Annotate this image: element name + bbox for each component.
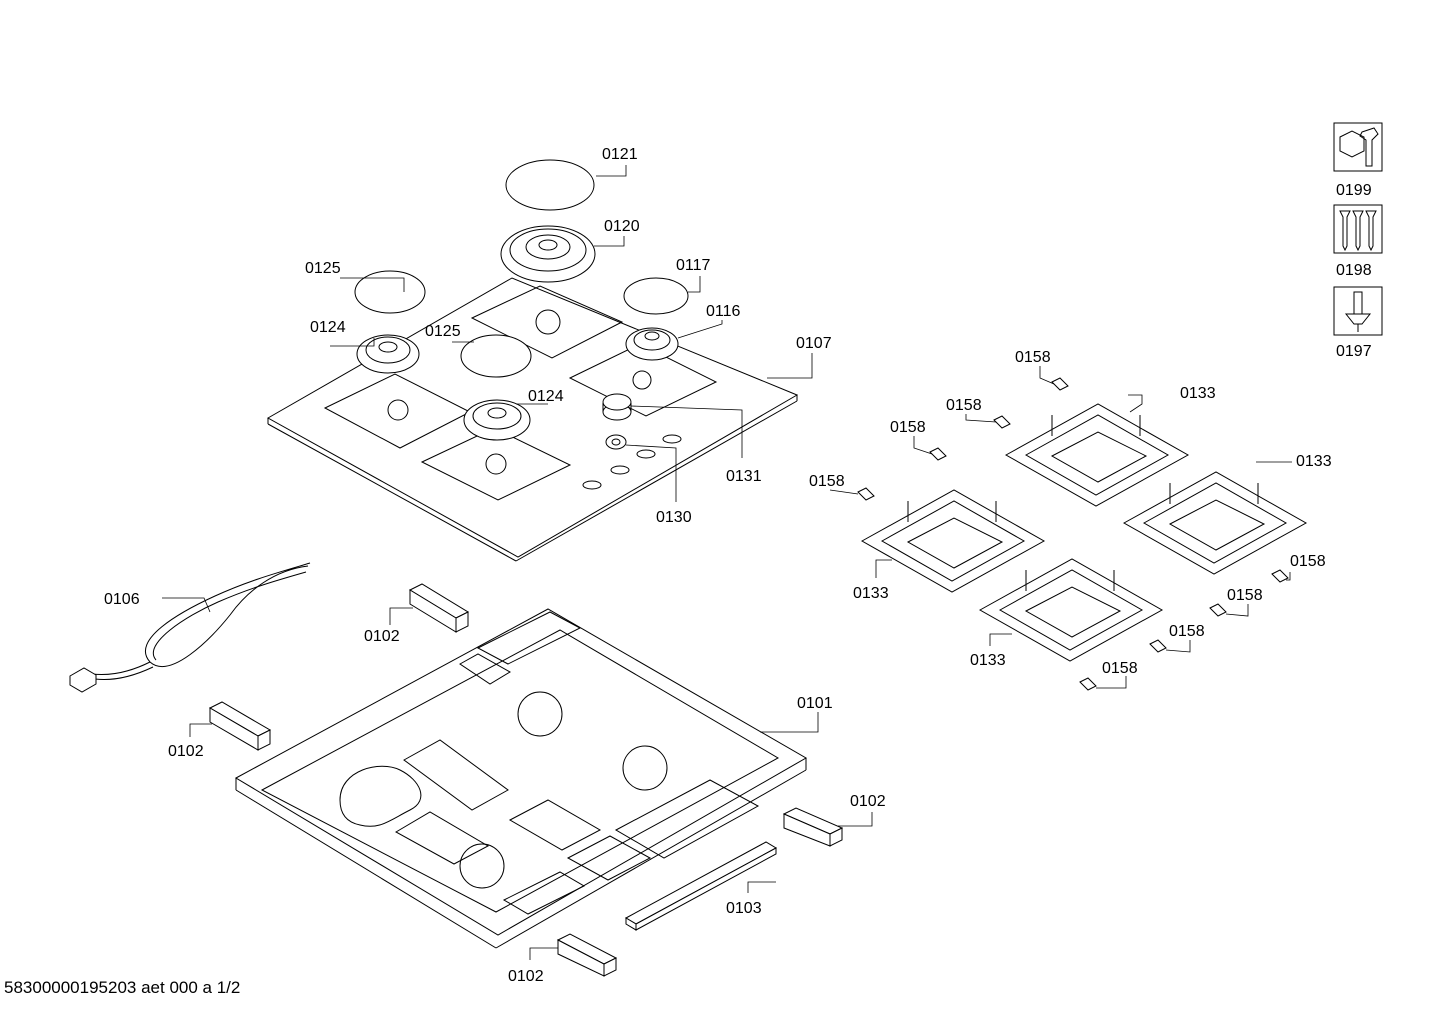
rubber-foot-g [1149,639,1167,653]
label-0199: 0199 [1336,182,1372,199]
burner-small [625,327,679,361]
label-0158-f: 0158 [1227,587,1263,604]
label-0158-a: 0158 [1015,349,1051,366]
burner-cap-medium-b [460,334,532,378]
rivet-icon [1333,286,1383,336]
label-0133-c: 0133 [853,585,889,602]
bracket-b [208,701,272,751]
mains-cable [69,562,311,693]
pan-support-3 [860,489,1046,593]
label-0121: 0121 [602,146,638,163]
burner-medium-a [356,334,420,374]
label-0102-c: 0102 [850,793,886,810]
label-0198: 0198 [1336,262,1372,279]
label-0158-b: 0158 [946,397,982,414]
label-0130: 0130 [656,509,692,526]
label-0158-e: 0158 [1290,553,1326,570]
label-0197: 0197 [1336,343,1372,360]
base-tray [234,608,808,949]
rubber-foot-f [1209,603,1227,617]
label-0158-c: 0158 [890,419,926,436]
bracket-a [408,583,470,633]
sealing-strip [624,841,778,931]
burner-large [500,225,596,283]
label-0117: 0117 [676,257,711,274]
wrench-nut-icon [1333,122,1383,172]
knob-seal [605,434,627,450]
rubber-foot-c [929,447,947,461]
pan-support-1 [1004,403,1190,507]
label-0158-g: 0158 [1169,623,1205,640]
rubber-foot-b [993,415,1011,429]
control-knob [602,393,632,421]
rubber-foot-e [1271,569,1289,583]
label-0125-a: 0125 [305,260,341,277]
label-0158-d: 0158 [809,473,845,490]
rubber-foot-d [857,487,875,501]
rubber-foot-h [1079,677,1097,691]
label-0102-b: 0102 [168,743,204,760]
label-0125-b: 0125 [425,323,461,340]
rubber-foot-a [1051,377,1069,391]
bracket-c [782,807,844,847]
burner-cap-small [623,277,689,315]
label-0124-b: 0124 [528,388,564,405]
label-0103: 0103 [726,900,762,917]
pan-support-4 [978,558,1164,662]
burner-cap-large [505,159,595,211]
label-0102-d: 0102 [508,968,544,985]
label-0107: 0107 [796,335,832,352]
label-0124-a: 0124 [310,319,346,336]
label-0158-h: 0158 [1102,660,1138,677]
part-labels: 0121 0120 0117 0116 0125 0124 0125 0124 … [104,146,1372,985]
label-0106: 0106 [104,591,140,608]
bracket-d [556,933,618,977]
label-0133-a: 0133 [1180,385,1216,402]
burner-cap-medium-a [354,270,426,314]
document-footer: 58300000195203 aet 000 a 1/2 [4,978,241,997]
label-0102-a: 0102 [364,628,400,645]
label-0133-b: 0133 [1296,453,1332,470]
label-0131: 0131 [726,468,762,485]
screws-icon [1333,204,1383,254]
pan-support-2 [1122,471,1308,575]
label-0133-d: 0133 [970,652,1006,669]
label-0101: 0101 [797,695,833,712]
label-0120: 0120 [604,218,640,235]
burner-medium-b [463,399,531,441]
label-0116: 0116 [706,303,741,320]
leader-lines [162,165,1292,960]
hob-top-plate [266,277,799,562]
